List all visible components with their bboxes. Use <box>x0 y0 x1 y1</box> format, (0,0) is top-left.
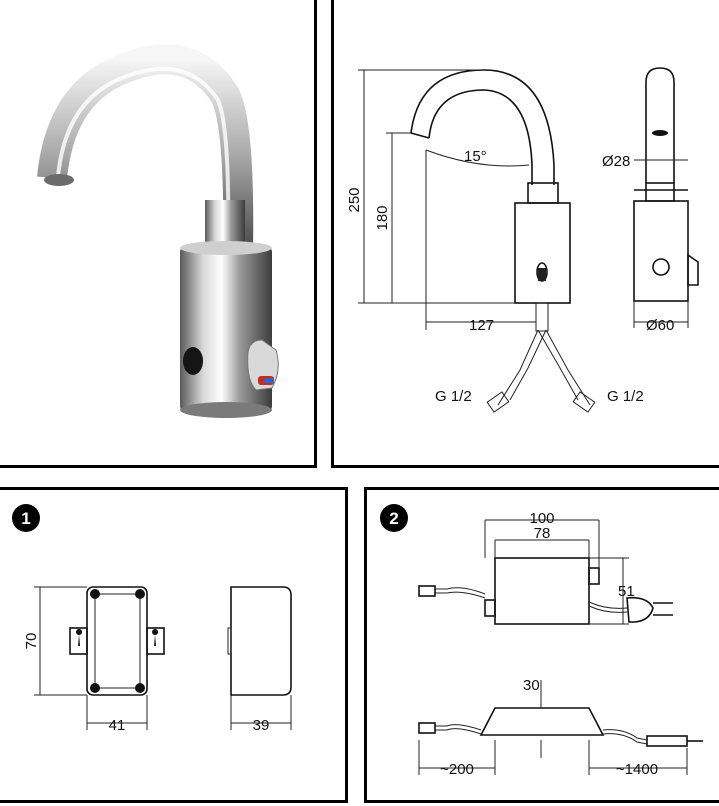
badge-one-number: 1 <box>21 509 30 528</box>
psu-width-label: 51 <box>618 583 635 600</box>
sensor-box-panel: 1 70 41 39 <box>0 487 348 803</box>
psu-height-label: 30 <box>523 677 540 694</box>
psu-length-outer-label: 100 <box>529 510 554 527</box>
height-spout-label: 180 <box>374 205 391 230</box>
sensor-box-drawing: 1 70 41 39 <box>12 504 292 734</box>
box-width-label: 41 <box>109 717 126 734</box>
faucet-dimension-drawing: 250 180 15° 127 Ø28 Ø60 G 1/2 G 1/2 <box>346 67 699 413</box>
power-supply-panel: 2 <box>364 487 719 803</box>
angle-label: 15° <box>464 148 487 165</box>
connection-right-label: G 1/2 <box>607 388 644 405</box>
faucet-drawing-panel: 250 180 15° 127 Ø28 Ø60 G 1/2 G 1/2 <box>331 0 719 468</box>
power-supply-drawing: 2 <box>380 504 703 778</box>
box-depth-label: 39 <box>253 717 270 734</box>
base-diameter-label: Ø60 <box>646 317 674 334</box>
psu-length-inner-label: 78 <box>534 525 551 542</box>
badge-two-number: 2 <box>389 509 398 528</box>
badge-two <box>380 504 408 532</box>
reach-label: 127 <box>469 317 494 334</box>
height-total-label: 250 <box>346 187 363 212</box>
connection-left-label: G 1/2 <box>435 388 472 405</box>
spout-diameter-label: Ø28 <box>602 153 630 170</box>
badge-one <box>12 504 40 532</box>
psu-cable-right-label: ~1400 <box>616 761 658 778</box>
product-photo-panel <box>0 0 317 468</box>
box-height-label: 70 <box>23 633 40 650</box>
sensor-window <box>183 347 203 375</box>
psu-cable-left-label: ~200 <box>440 761 474 778</box>
faucet-photo <box>37 44 279 418</box>
